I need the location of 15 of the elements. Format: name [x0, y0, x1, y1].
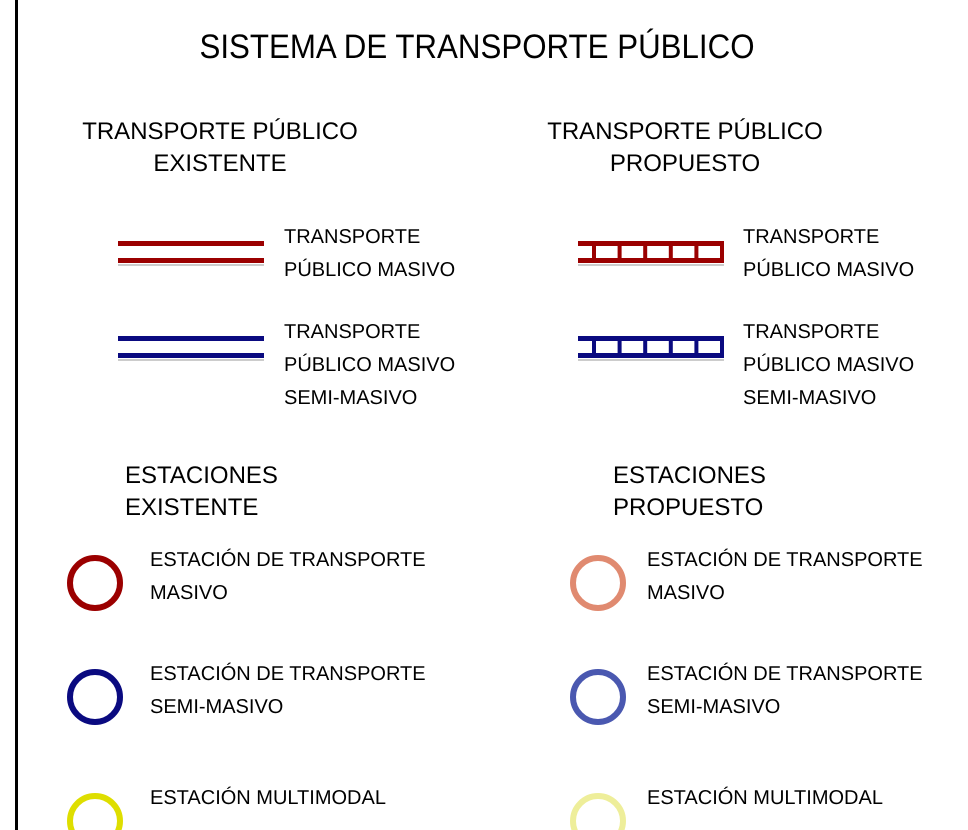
legend-text: TRANSPORTE PÚBLICO MASIVO: [743, 225, 916, 283]
legend-text: TRANSPORTE PÚBLICO MASIVO SEMI-MASIVO: [743, 320, 916, 411]
legend-text: ESTACIÓN DE TRANSPORTE SEMI-MASIVO: [647, 662, 924, 720]
legend-text: TRANSPORTE PÚBLICO MASIVO SEMI-MASIVO: [284, 320, 456, 411]
legend-text: TRANSPORTE PÚBLICO MASIVO: [284, 225, 456, 283]
legend-text: ESTACIÓN MULTIMODAL: [647, 786, 884, 811]
section-heading: ESTACIONES EXISTENTE: [125, 461, 279, 523]
diagram-title: SISTEMA DE TRANSPORTE PÚBLICO: [198, 27, 756, 68]
legend-text: ESTACIÓN DE TRANSPORTE MASIVO: [647, 548, 924, 606]
legend-text: ESTACIÓN DE TRANSPORTE MASIVO: [150, 548, 427, 606]
section-heading: ESTACIONES PROPUESTO: [613, 461, 767, 523]
section-heading: TRANSPORTE PÚBLICO EXISTENTE: [81, 117, 359, 179]
legend-text: ESTACIÓN MULTIMODAL: [150, 786, 387, 811]
legend-text: ESTACIÓN DE TRANSPORTE SEMI-MASIVO: [150, 662, 427, 720]
section-heading: TRANSPORTE PÚBLICO PROPUESTO: [546, 117, 824, 179]
